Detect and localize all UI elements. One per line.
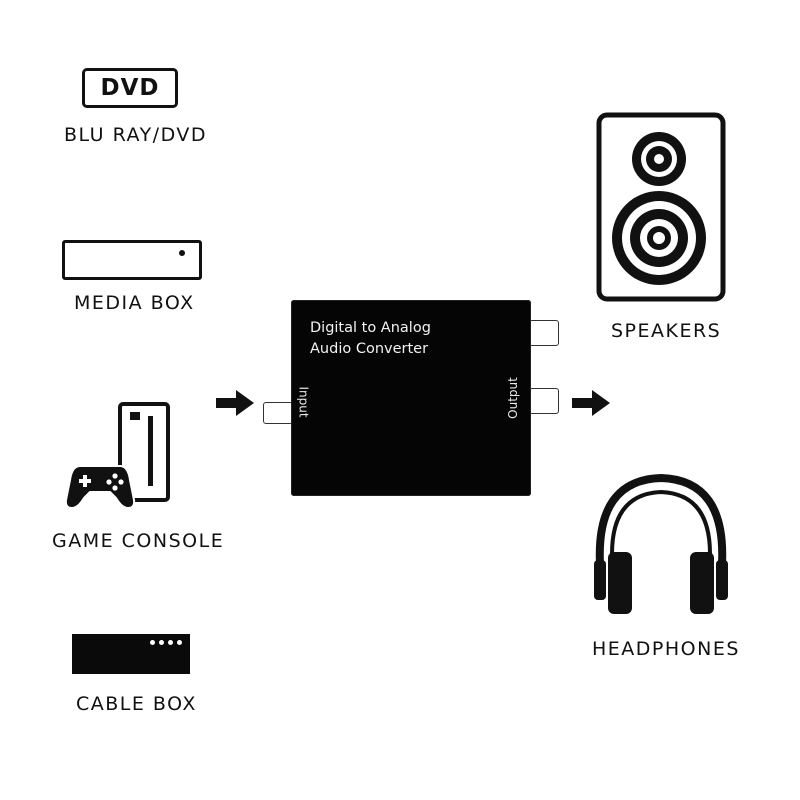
converter-title: Digital to Analog Audio Converter <box>310 318 431 360</box>
converter-title-line2: Audio Converter <box>310 341 429 357</box>
source-label-game-console: GAME CONSOLE <box>52 530 225 552</box>
dvd-badge-icon: DVD <box>82 68 178 108</box>
converter-title-line1: Digital to Analog <box>310 320 431 336</box>
arrow-right-icon <box>572 390 610 416</box>
output-label-headphones: HEADPHONES <box>592 638 740 660</box>
source-label-bluray: BLU RAY/DVD <box>64 124 208 146</box>
output-port-icon <box>529 320 559 346</box>
media-box-icon <box>62 240 202 280</box>
source-label-cable-box: CABLE BOX <box>76 693 197 715</box>
source-label-media-box: MEDIA BOX <box>74 292 195 314</box>
output-label: Output <box>505 377 520 419</box>
arrow-right-icon <box>216 390 254 416</box>
game-console-icon <box>64 402 170 510</box>
converter-device <box>291 300 531 496</box>
dvd-badge-text: DVD <box>100 75 160 101</box>
output-label-speakers: SPEAKERS <box>611 320 722 342</box>
cable-box-icon <box>72 634 190 674</box>
speaker-icon <box>596 112 726 302</box>
input-port-icon <box>263 402 293 424</box>
output-port-icon <box>529 388 559 414</box>
headphones-icon <box>594 473 728 614</box>
input-label: Input <box>296 386 311 418</box>
